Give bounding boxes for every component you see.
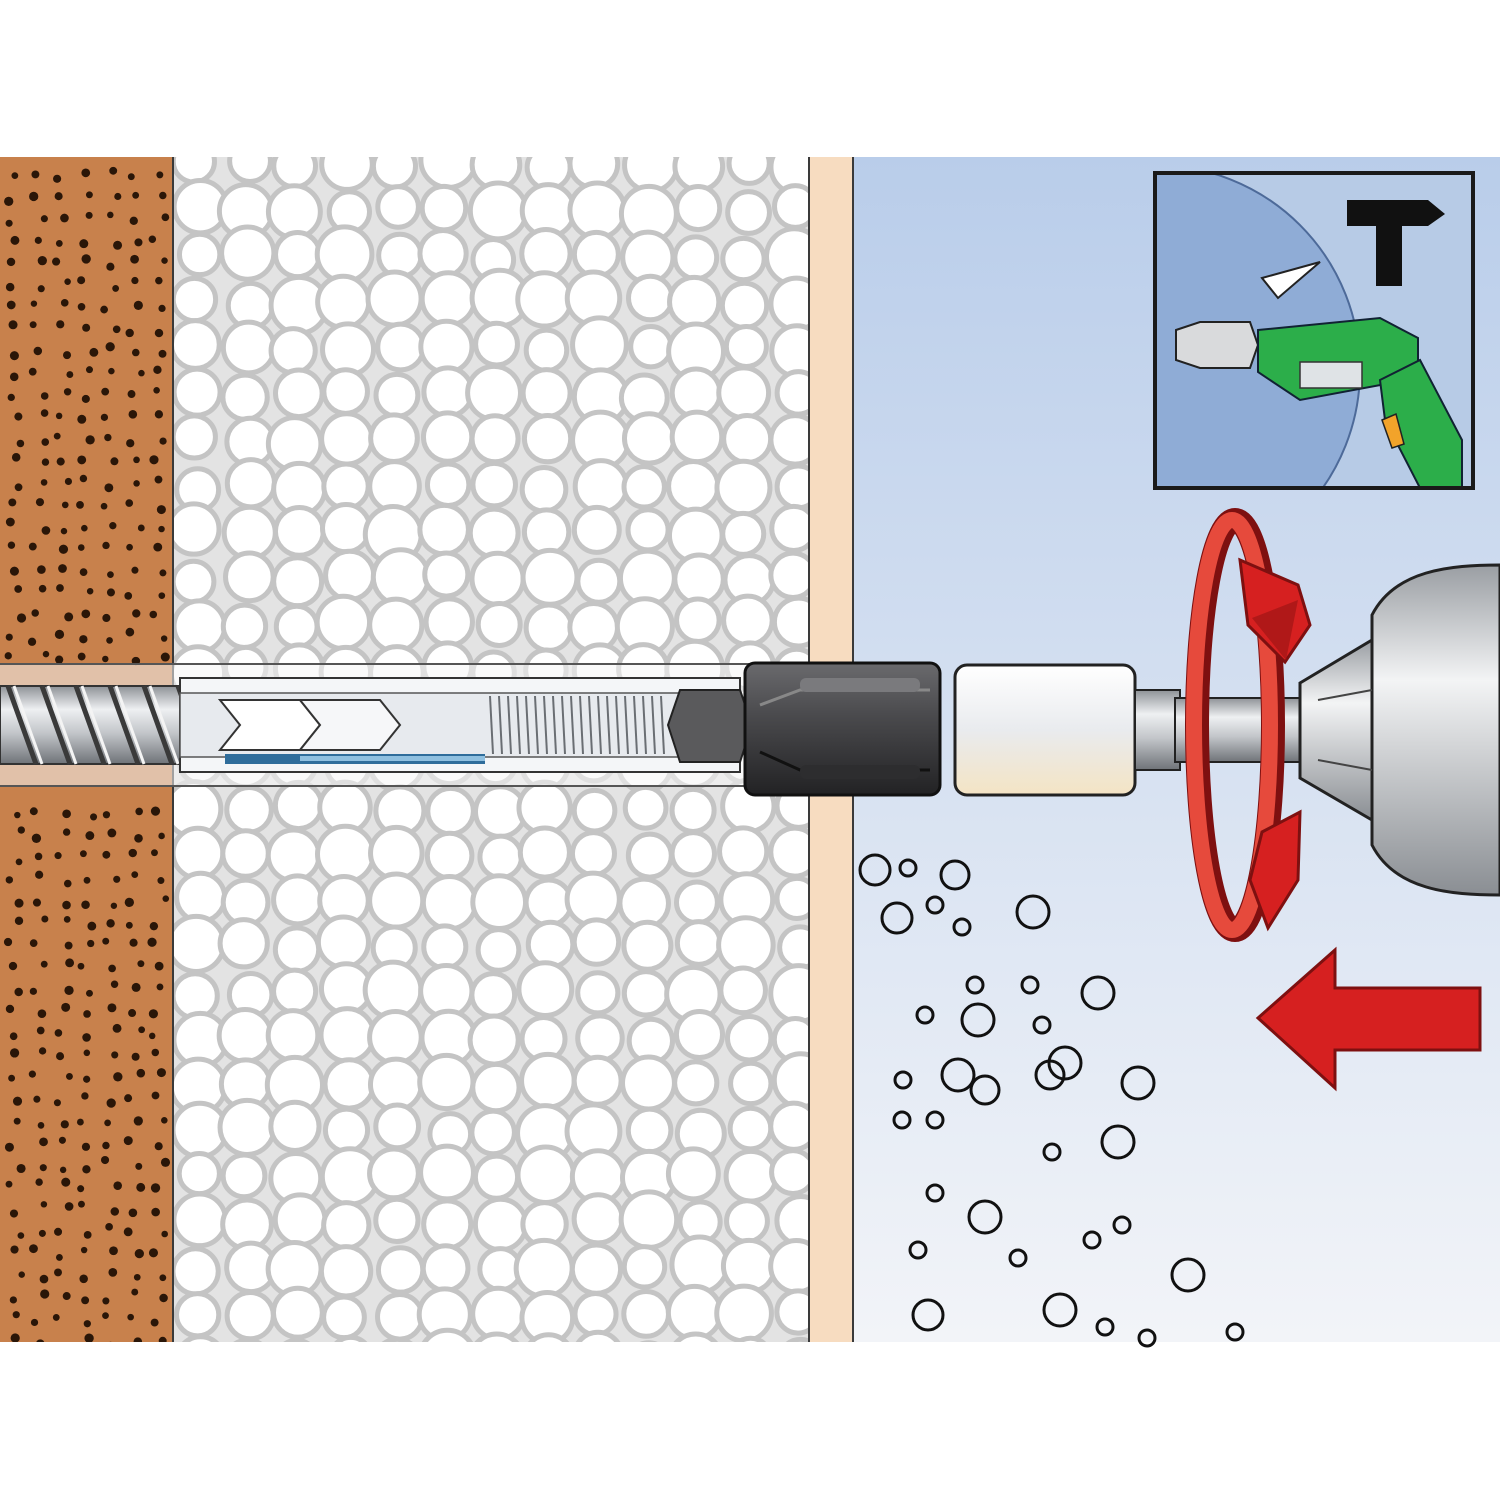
rotation-arrow-icon	[1185, 508, 1312, 942]
masonry-texture	[3, 166, 171, 1342]
inner-thread	[489, 695, 665, 755]
anchor-sleeve	[179, 677, 754, 773]
drill-icon	[1175, 316, 1463, 489]
drilling-dust	[858, 853, 1245, 1348]
drill-chuck	[1298, 563, 1500, 897]
rotation-wedge-icon	[1260, 261, 1321, 300]
plug-collar	[743, 661, 942, 797]
hammer-off-icon	[1347, 200, 1445, 286]
push-direction-arrow-icon	[1255, 946, 1482, 1092]
screw-anchor	[0, 661, 1316, 797]
drill-mode-inset	[1153, 171, 1475, 490]
